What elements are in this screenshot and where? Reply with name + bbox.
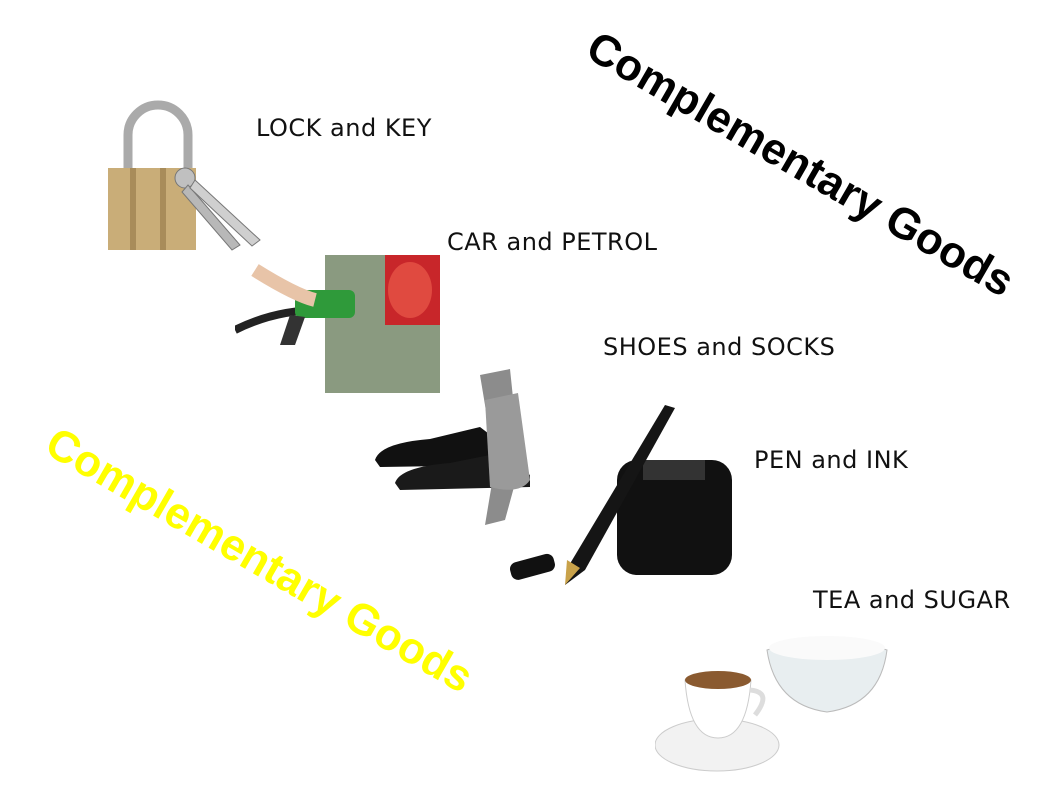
shoes-socks-icon: [375, 369, 530, 525]
fuel-pump-icon: [235, 255, 440, 393]
main-title: Complementary Goods: [578, 22, 1023, 307]
pen-ink-icon: [509, 405, 732, 585]
lock-key-icon: [108, 100, 261, 251]
label-lock-key: LOCK and KEY: [256, 114, 432, 142]
tea-sugar-icon: [655, 636, 888, 772]
label-pen-ink: PEN and INK: [754, 446, 909, 474]
label-car-petrol: CAR and PETROL: [447, 228, 658, 256]
label-shoes-socks: SHOES and SOCKS: [603, 333, 836, 361]
label-tea-sugar: TEA and SUGAR: [813, 586, 1011, 614]
